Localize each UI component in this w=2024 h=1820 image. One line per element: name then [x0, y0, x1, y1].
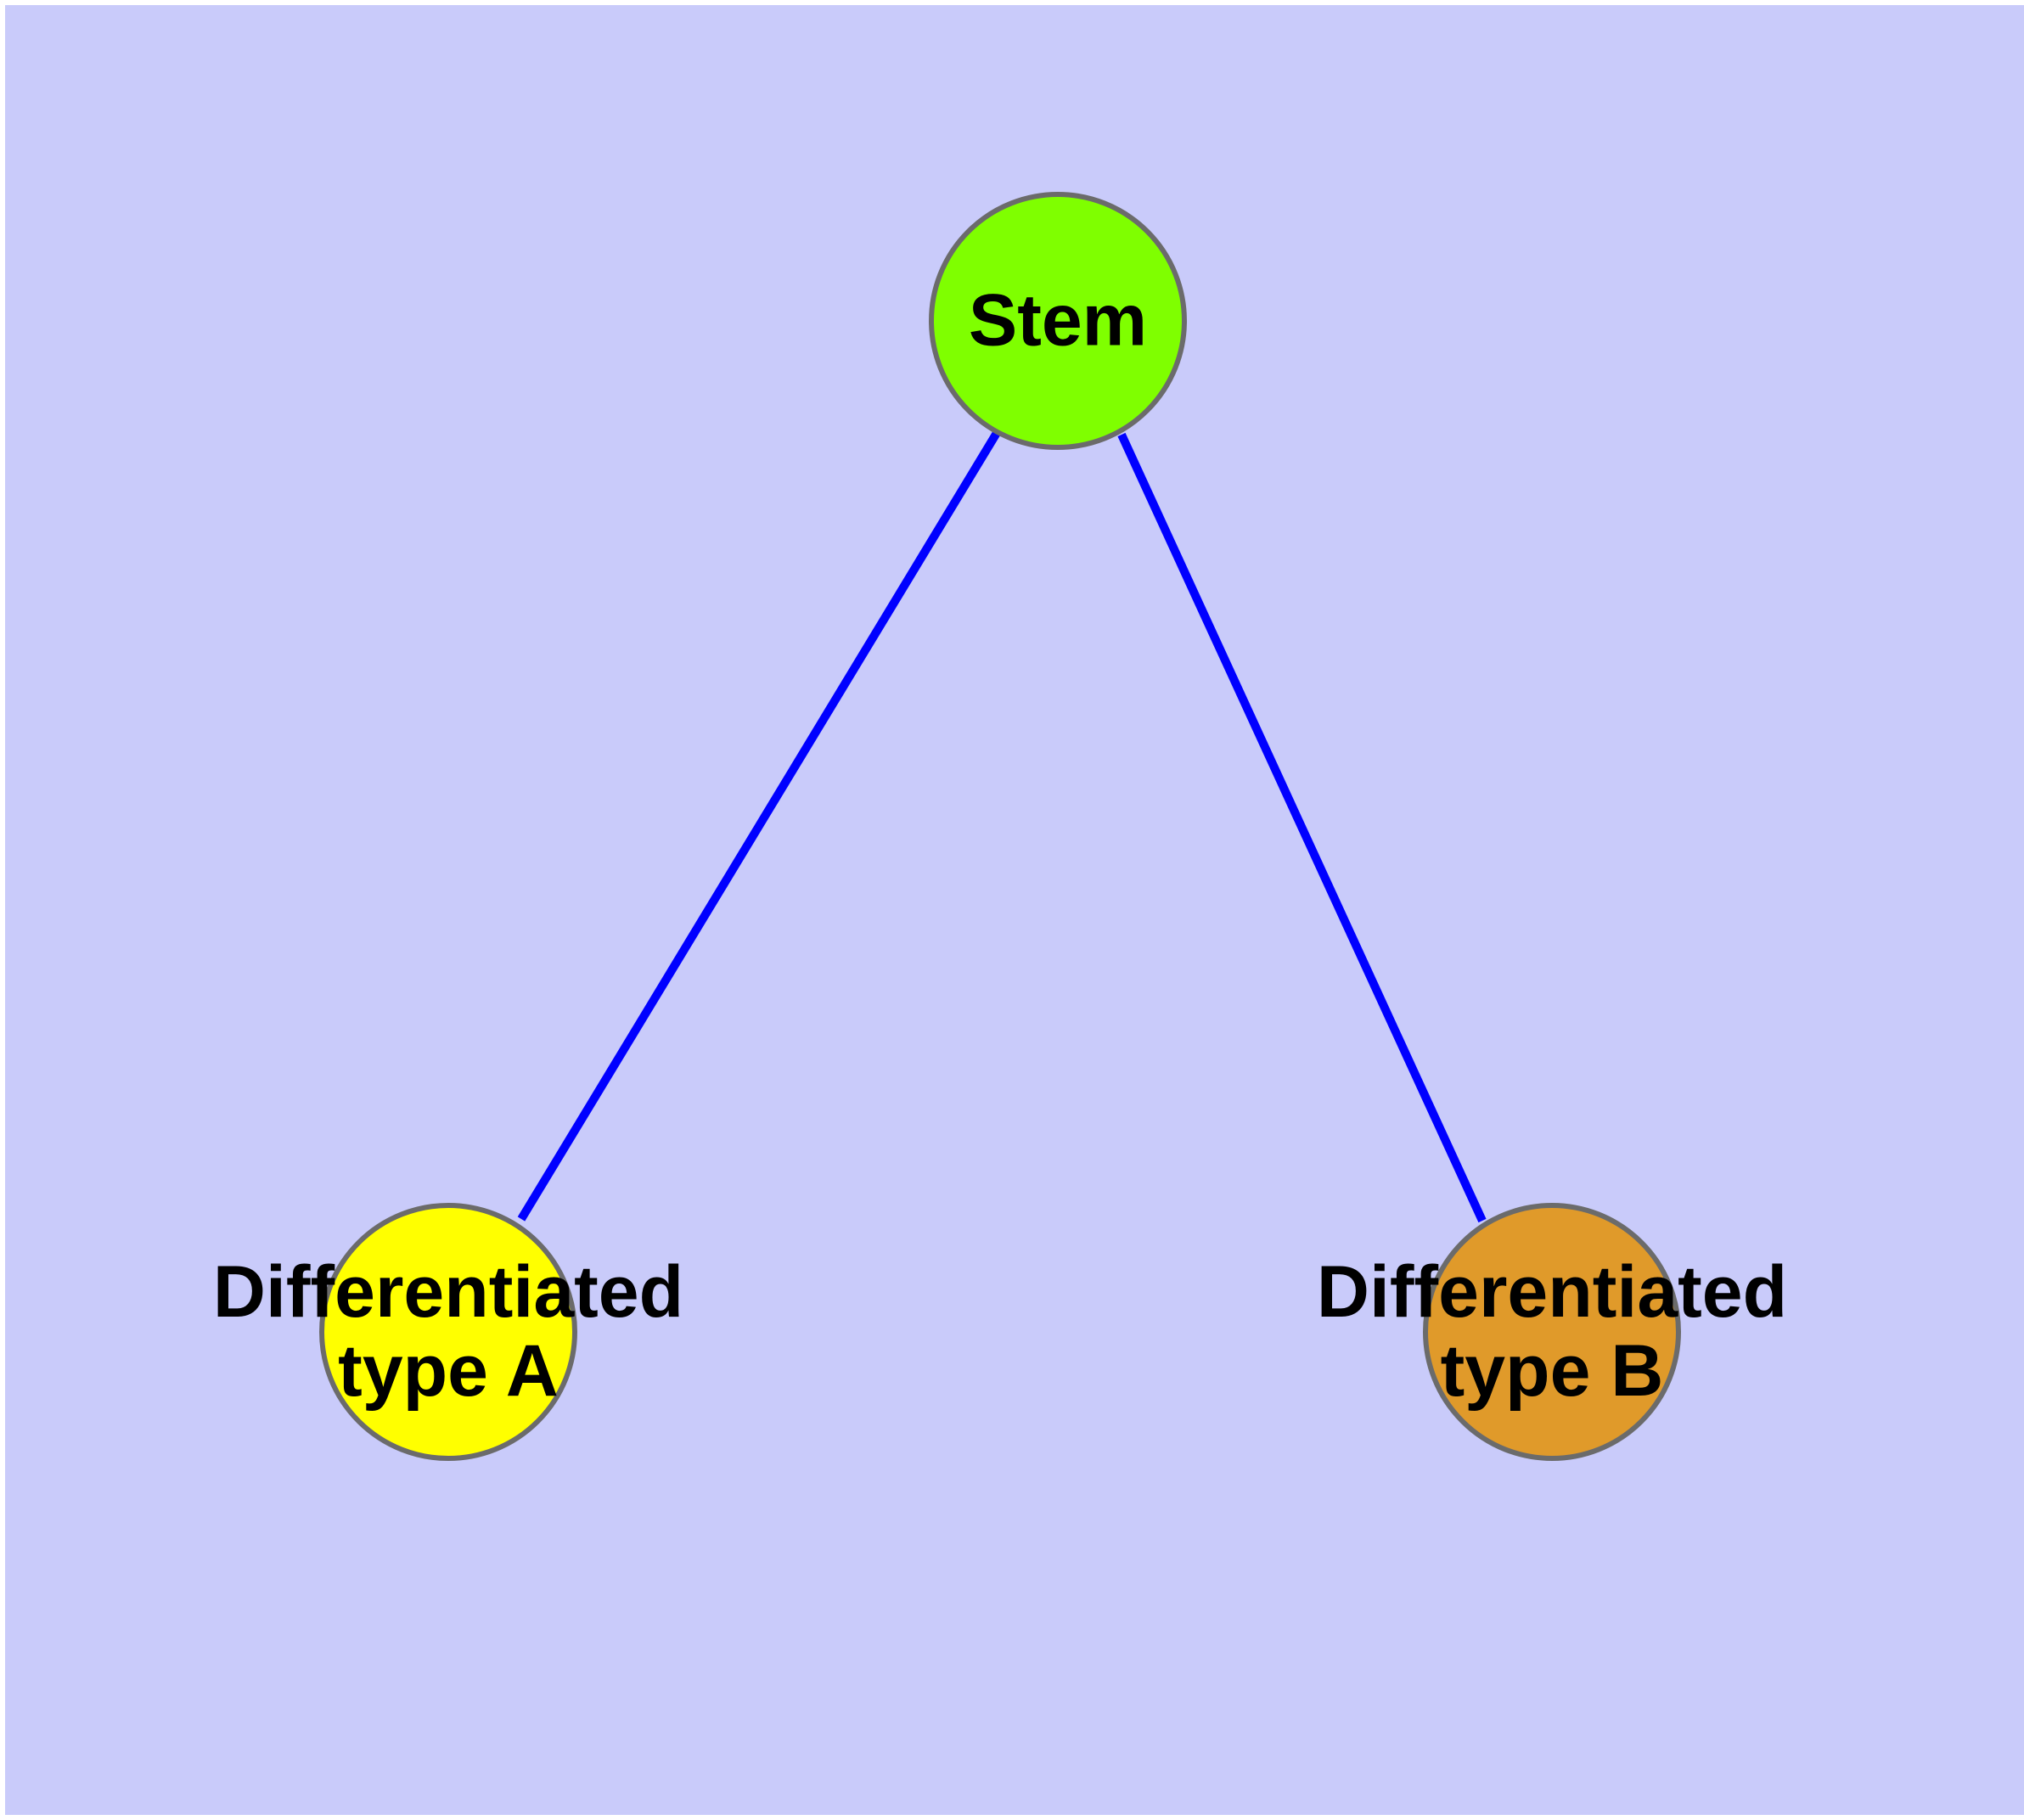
graph-edge-stem-to-diff_a: [517, 430, 1001, 1222]
graph-node-label-stem: Stem: [968, 279, 1148, 362]
graph-node-diff_b[interactable]: Differentiated type B: [1317, 1203, 1787, 1461]
graph-node-stem[interactable]: Stem: [929, 192, 1187, 450]
edge-layer: [517, 430, 1487, 1223]
graph-node-diff_a[interactable]: Differentiated type A: [213, 1203, 683, 1461]
graph-edge-stem-to-diff_b: [1117, 432, 1487, 1223]
